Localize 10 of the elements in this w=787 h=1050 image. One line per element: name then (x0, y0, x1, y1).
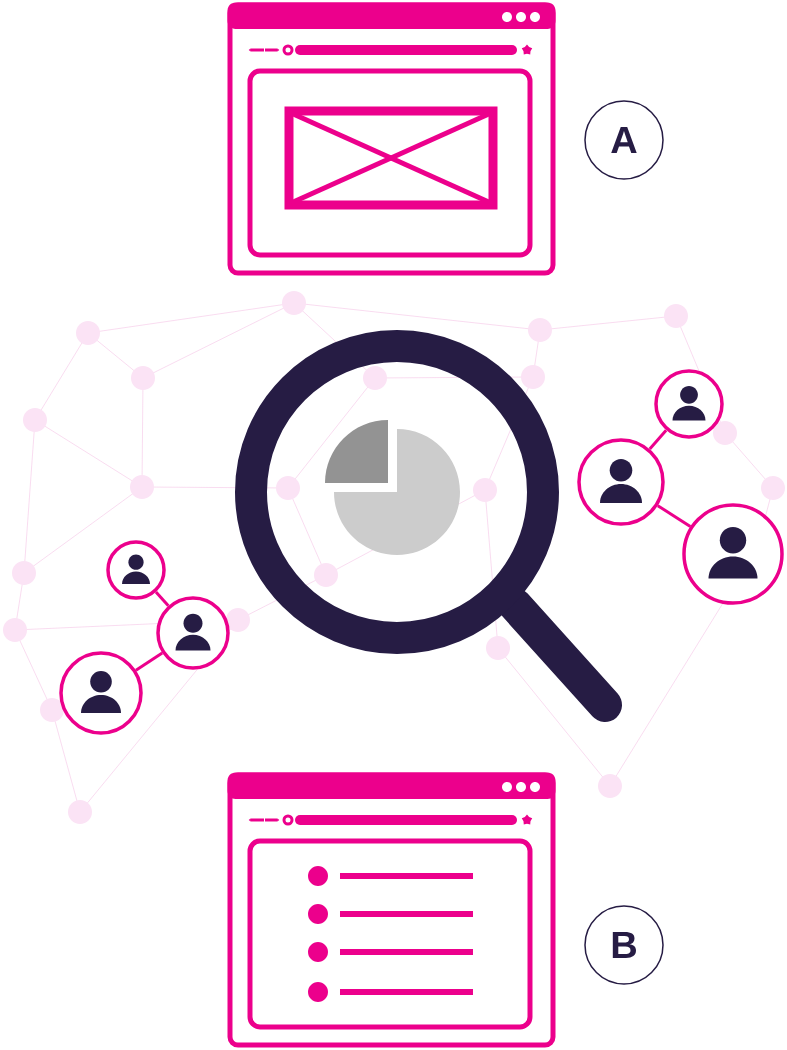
connector-line (135, 651, 164, 672)
person-avatar (59, 651, 143, 735)
person-avatar (682, 503, 784, 605)
connector-line (657, 504, 692, 528)
person-avatar (654, 369, 724, 439)
person-avatar (156, 596, 230, 670)
connector-line (648, 429, 668, 450)
connector-line (154, 591, 170, 607)
person-avatar (106, 540, 166, 600)
person-avatar (577, 438, 665, 526)
